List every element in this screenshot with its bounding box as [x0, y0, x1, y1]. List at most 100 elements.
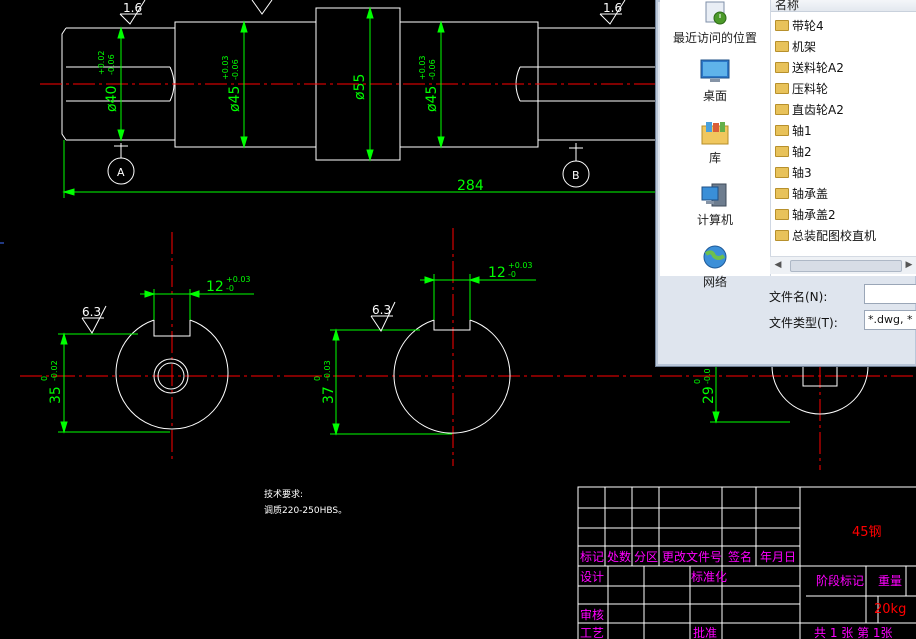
svg-text:12: 12: [488, 265, 506, 281]
file-item[interactable]: 轴1: [775, 122, 812, 140]
svg-text:分区: 分区: [634, 550, 658, 564]
svg-text:6.3: 6.3: [82, 305, 101, 319]
svg-text:处数: 处数: [607, 549, 631, 564]
library-icon: [701, 122, 729, 145]
roughness-symbol-top-right: 1.6: [599, 0, 626, 25]
folder-icon: [775, 230, 789, 241]
svg-text:37: 37: [321, 386, 337, 404]
file-item[interactable]: 送料轮A2: [775, 59, 844, 77]
svg-text:标记: 标记: [580, 550, 604, 564]
place-recent[interactable]: 最近访问的位置: [660, 0, 770, 46]
diameter-55-label: ø55: [352, 74, 368, 100]
scroll-left-icon[interactable]: ◀: [774, 260, 782, 270]
folder-icon: [775, 167, 789, 178]
roughness-symbol-top-left: 1.6: [119, 0, 146, 25]
diameter-45a-label: ø45: [227, 86, 243, 112]
filetype-select[interactable]: *.dwg, *: [864, 310, 916, 330]
diameter-40-tol-upper: +0.02: [97, 50, 106, 75]
folder-icon: [775, 104, 789, 115]
folder-icon: [775, 83, 789, 94]
svg-text:签名: 签名: [728, 549, 752, 564]
place-desktop[interactable]: 桌面: [660, 58, 770, 104]
weight-value: 20kg: [874, 602, 906, 617]
svg-text:0: 0: [313, 376, 322, 381]
file-item[interactable]: 带轮4: [775, 17, 824, 35]
diameter-45b-label: ø45: [424, 86, 440, 112]
filetype-label: 文件类型(T):: [769, 316, 838, 330]
section-a: 12 +0.03 -0 35 0 -0.02 6.3: [20, 232, 300, 460]
diameter-45a-tol-lower: -0.06: [231, 59, 240, 80]
folder-icon: [775, 188, 789, 199]
svg-text:工艺: 工艺: [580, 626, 604, 639]
open-file-dialog: 最近访问的位置 桌面 库 计算机 网络 名称 带轮4 机架 送料轮A2 压料轮 …: [655, 0, 916, 367]
title-block: 标记 处数 分区 更改文件号 签名 年月日 设计 标准化 阶段标记 重量 审核 …: [577, 486, 916, 639]
file-list[interactable]: 名称 带轮4 机架 送料轮A2 压料轮 直齿轮A2 轴1 轴2 轴3 轴承盖 轴…: [770, 0, 916, 276]
svg-text:B: B: [572, 169, 580, 182]
svg-text:设计: 设计: [580, 570, 604, 584]
svg-text:+0.03: +0.03: [508, 261, 533, 270]
filename-label: 文件名(N):: [769, 290, 828, 304]
recent-places-icon: [705, 1, 727, 25]
file-list-horizontal-scrollbar[interactable]: ◀ ▶: [770, 256, 916, 274]
file-item[interactable]: 轴3: [775, 164, 812, 182]
svg-text:更改文件号: 更改文件号: [662, 549, 722, 564]
diameter-45b-tol-upper: +0.03: [418, 55, 427, 80]
svg-text:标准化: 标准化: [691, 570, 727, 584]
folder-icon: [775, 41, 789, 52]
material-label: 45钢: [852, 525, 882, 540]
desktop-icon: [700, 59, 730, 82]
svg-text:6.3: 6.3: [372, 303, 391, 317]
diameter-40-tol-lower: -0.06: [107, 54, 116, 75]
filename-input[interactable]: [864, 284, 916, 304]
svg-text:35: 35: [48, 386, 64, 404]
place-network[interactable]: 网络: [660, 244, 770, 290]
svg-text:-0.0: -0.0: [703, 368, 712, 384]
diameter-dimension-lines: [62, 6, 655, 198]
svg-text:0: 0: [693, 379, 702, 384]
column-header-name[interactable]: 名称: [771, 0, 916, 12]
file-item[interactable]: 机架: [775, 38, 816, 56]
svg-text:-0: -0: [508, 270, 516, 279]
svg-text:共 1 张 第 1张: 共 1 张 第 1张: [814, 626, 893, 639]
tech-requirements-note: 调质220-250HBS。: [264, 504, 347, 516]
svg-text:A: A: [117, 166, 125, 179]
svg-text:1.6: 1.6: [603, 1, 622, 15]
svg-text:阶段标记: 阶段标记: [816, 573, 864, 588]
diameter-45a-tol-upper: +0.03: [221, 55, 230, 80]
svg-text:批准: 批准: [693, 625, 717, 639]
svg-text:年月日: 年月日: [760, 550, 796, 564]
svg-text:12: 12: [206, 279, 224, 295]
diameter-40-label: ø40: [104, 86, 120, 112]
file-item[interactable]: 总装配图校直机: [775, 227, 876, 245]
svg-text:0: 0: [40, 376, 49, 381]
datum-b-marker: B: [562, 143, 590, 188]
datum-a-marker: A: [107, 143, 135, 185]
folder-icon: [775, 209, 789, 220]
svg-text:1.6: 1.6: [123, 1, 142, 15]
svg-text:-0: -0: [226, 284, 234, 293]
place-library[interactable]: 库: [660, 120, 770, 166]
shaft-length-label: 284: [457, 178, 484, 194]
svg-text:29: 29: [701, 386, 717, 404]
svg-text:+0.03: +0.03: [226, 275, 251, 284]
scroll-right-icon[interactable]: ▶: [905, 260, 913, 270]
roughness-symbol-top-mid: [251, 0, 273, 15]
scrollbar-thumb[interactable]: [790, 260, 902, 272]
file-item[interactable]: 轴2: [775, 143, 812, 161]
file-item[interactable]: 轴承盖: [775, 185, 828, 203]
file-item[interactable]: 直齿轮A2: [775, 101, 844, 119]
svg-text:审核: 审核: [580, 607, 604, 622]
place-computer[interactable]: 计算机: [660, 182, 770, 228]
network-icon: [703, 245, 727, 269]
folder-icon: [775, 146, 789, 157]
file-item[interactable]: 轴承盖2: [775, 206, 836, 224]
places-bar: 最近访问的位置 桌面 库 计算机 网络: [660, 0, 770, 289]
file-item[interactable]: 压料轮: [775, 80, 828, 98]
computer-icon: [701, 183, 727, 207]
tech-requirements-title: 技术要求:: [264, 488, 303, 500]
folder-icon: [775, 20, 789, 31]
folder-icon: [775, 62, 789, 73]
section-c: 29 0 -0.0: [660, 365, 916, 470]
svg-text:-0.02: -0.02: [50, 360, 59, 381]
